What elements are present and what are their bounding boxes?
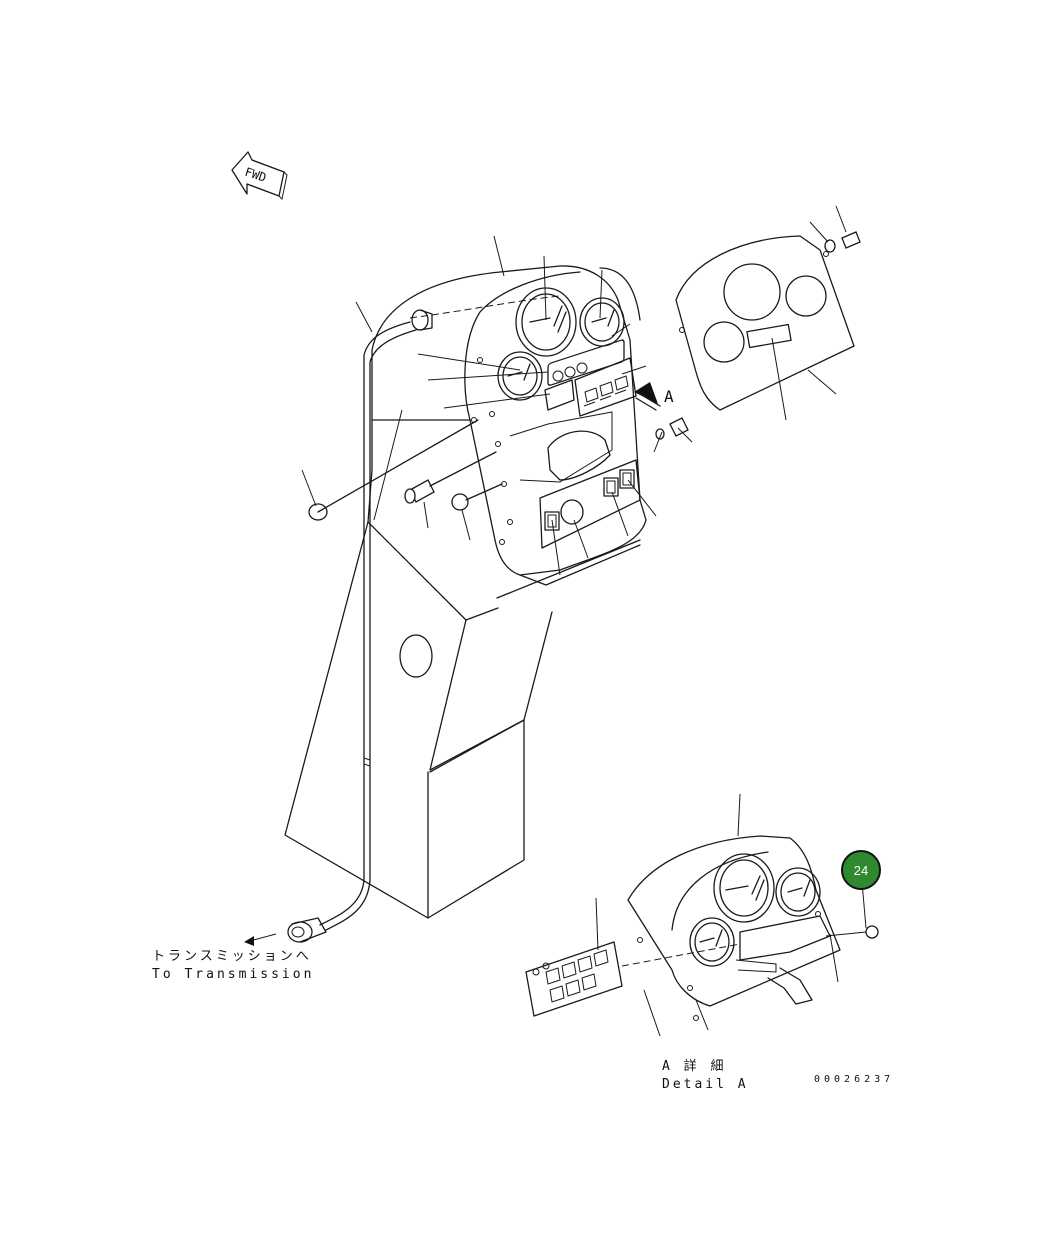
panel-screws bbox=[471, 357, 513, 545]
to-transmission-en: To Transmission bbox=[152, 967, 314, 982]
detail-a-jp: A 詳 細 bbox=[662, 1058, 726, 1074]
view-a-arrow-icon bbox=[634, 382, 661, 411]
gauge-bezel bbox=[675, 235, 855, 411]
connector-bottom bbox=[287, 917, 327, 943]
steering-cutout bbox=[509, 411, 613, 483]
callout-24[interactable]: 24 bbox=[841, 850, 881, 890]
fwd-label: FWD bbox=[243, 165, 268, 185]
leader-lines bbox=[301, 205, 847, 576]
rotary-switch bbox=[404, 451, 497, 504]
drawing-number: 00026237 bbox=[814, 1074, 894, 1085]
gauge-large bbox=[515, 287, 577, 357]
dashboard-panel: A bbox=[371, 265, 677, 599]
console-body bbox=[284, 309, 553, 943]
small-parts bbox=[308, 231, 861, 521]
detail-a-en: Detail A bbox=[662, 1077, 749, 1092]
detail-a-view bbox=[525, 793, 879, 1037]
indicator-lamps bbox=[547, 339, 625, 386]
gauge-small bbox=[497, 351, 543, 401]
to-transmission-jp: トランスミッションへ bbox=[152, 949, 312, 964]
fwd-arrow-icon: FWD bbox=[231, 151, 288, 201]
lower-switches bbox=[539, 459, 641, 549]
callout-number: 24 bbox=[854, 863, 868, 878]
connector-top bbox=[411, 309, 433, 331]
transmission-note: トランスミッションへ To Transmission bbox=[152, 933, 314, 982]
detail-switch-block bbox=[525, 941, 623, 1017]
switch-block bbox=[544, 357, 637, 417]
view-a-label: A bbox=[664, 387, 677, 406]
gauge-medium bbox=[579, 297, 625, 347]
